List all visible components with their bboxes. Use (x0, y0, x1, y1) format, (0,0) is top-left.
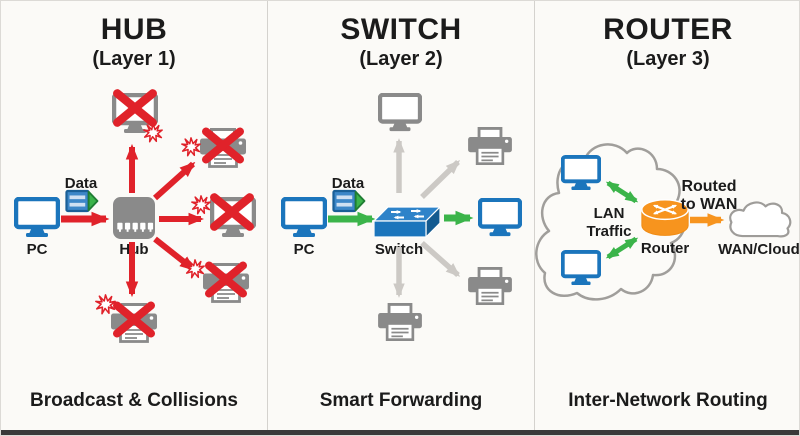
lan-traffic-label-line2: Traffic (586, 223, 631, 240)
router-title: ROUTER (603, 13, 733, 46)
panel-hub: PC Data Hub (1, 1, 267, 430)
wan-label: WAN/Cloud (718, 241, 800, 258)
wan-cloud-icon (728, 201, 792, 238)
switch-diagram: PC Data Switch (268, 1, 534, 342)
panel-switch: PC Data Switch SWITCH (268, 1, 534, 430)
router-caption: Inter-Network Routing (568, 390, 768, 411)
data-packet-icon (332, 189, 366, 213)
panel-router: LAN Traffic Router Routed to WAN WAN/Clo… (535, 1, 799, 430)
router-diagram: LAN Traffic Router Routed to WAN WAN/Clo… (535, 143, 800, 301)
destination-pc-icon (480, 200, 520, 236)
data-label: Data (332, 175, 365, 192)
pc-icon (283, 199, 325, 237)
lan-traffic-arrows (605, 180, 639, 260)
lan-traffic-label-line1: LAN (594, 205, 625, 222)
bottom-bar (1, 430, 799, 435)
pc-icon (16, 199, 58, 237)
idle-arrow-down-right (420, 240, 461, 278)
routed-to-wan-label-line1: Routed (681, 178, 736, 195)
lan-arrow-top (605, 180, 639, 204)
printer-icon (468, 127, 512, 166)
printer-icon (468, 267, 512, 306)
collision-spark-icon (95, 294, 116, 315)
switch-icon (374, 207, 440, 237)
switch-caption: Smart Forwarding (319, 390, 483, 411)
hub-caption: Broadcast & Collisions (30, 390, 238, 411)
hub-icon (113, 197, 155, 239)
collision-spark-icon (143, 123, 163, 143)
data-packet-icon (65, 189, 99, 213)
lan-arrow-bottom (605, 236, 639, 260)
routed-to-wan-label-line2: to WAN (681, 196, 738, 213)
printer-icon (378, 303, 422, 342)
idle-arrows (393, 138, 461, 298)
collision-spark-icon (191, 195, 211, 215)
panel-divider (267, 1, 268, 430)
router-label: Router (641, 240, 689, 257)
pc-label: PC (294, 241, 315, 258)
hub-diagram: PC Data Hub (1, 1, 267, 343)
hub-title: HUB (100, 13, 168, 46)
pc-label: PC (27, 241, 48, 258)
switch-title: SWITCH (340, 13, 462, 46)
data-label: Data (65, 175, 98, 192)
broadcast-arrow-down-right (153, 236, 196, 272)
switch-subtitle: (Layer 2) (359, 47, 443, 70)
router-subtitle: (Layer 3) (626, 47, 710, 70)
collision-spark-icon (181, 137, 201, 157)
broadcast-arrows (125, 143, 205, 298)
broadcast-arrow-up-right (152, 161, 196, 201)
monitor-icon (380, 95, 420, 131)
panel-divider (534, 1, 535, 430)
idle-arrow-up-right (420, 160, 461, 199)
hub-subtitle: (Layer 1) (92, 47, 176, 70)
